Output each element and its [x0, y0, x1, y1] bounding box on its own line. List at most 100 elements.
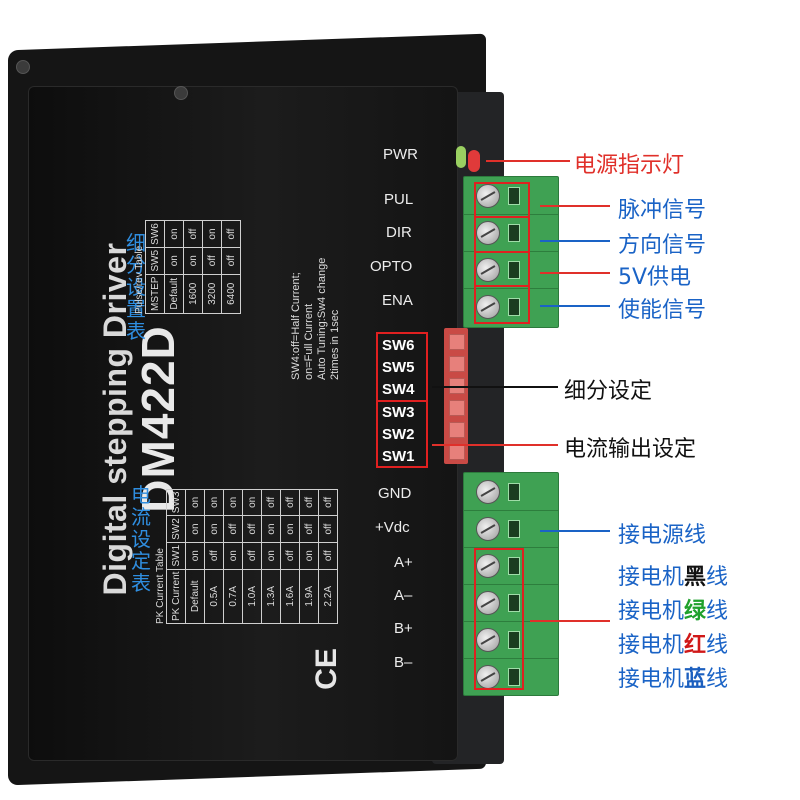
table-cell: on [242, 489, 262, 516]
table-cell: 1.0A [242, 569, 262, 624]
table-cell: off [280, 489, 300, 516]
dip-switch-body [444, 328, 468, 464]
table-header-cell: MSTEP [145, 274, 165, 314]
ena-callout-line [540, 305, 610, 307]
table-cell: 2.2A [318, 569, 338, 624]
terminal-hole-icon [508, 520, 520, 538]
dip-lever-icon [449, 356, 465, 372]
table-cell: 6400 [221, 274, 241, 314]
table-header-cell: SW3 [166, 489, 186, 516]
sw3-label: SW3 [382, 404, 415, 421]
motor-prefix: 接电机 [618, 599, 685, 624]
table-cell: off [318, 515, 338, 543]
note-line: 2times in 1sec [329, 309, 341, 380]
callout-motor-blue: 接电机蓝线 [618, 661, 728, 693]
sw6-label: SW6 [382, 337, 415, 354]
table-cell: on [204, 489, 224, 516]
motor-callout-line [530, 620, 610, 622]
motor-color-blue: 蓝 [684, 667, 707, 692]
callout-pul: 脉冲信号 [618, 198, 707, 223]
power-label-b-minus: B– [394, 654, 413, 671]
callout-motor-green: 接电机绿线 [618, 593, 728, 625]
motor-prefix: 接电机 [618, 633, 685, 658]
table-cell: off [202, 247, 222, 275]
sw-label-group-a: SW6 SW5 SW4 [382, 335, 415, 401]
terminal-hole-icon [508, 187, 520, 205]
sw1-label: SW1 [382, 448, 415, 465]
table-header-cell: SW2 [166, 515, 186, 543]
power-label-a-minus: A– [394, 587, 413, 604]
terminal-screw-icon [476, 554, 500, 578]
terminal-hole-icon [508, 557, 520, 575]
table-cell: on [261, 515, 281, 543]
sw4-label: SW4 [382, 381, 415, 398]
table-cell: 3200 [202, 274, 222, 314]
pwr-label: PWR [383, 146, 418, 163]
table-cell: on [223, 489, 243, 516]
table-cell: off [223, 515, 243, 543]
power-label-a-plus: A+ [394, 554, 413, 571]
table-cell: on [185, 489, 205, 516]
terminal-cell [464, 621, 558, 659]
terminal-screw-icon [476, 221, 500, 245]
terminal-screw-icon [476, 295, 500, 319]
driver-front-face [28, 86, 458, 761]
current-callout-line [432, 444, 558, 446]
table-cell: on [164, 247, 184, 275]
terminal-screw-icon [476, 591, 500, 615]
callout-ena: 使能信号 [618, 298, 707, 323]
sw5-label: SW5 [382, 359, 415, 376]
table-cell: on [223, 542, 243, 570]
pulse-table-zh-label: 细分设置表 [123, 232, 149, 342]
table-cell: on [280, 515, 300, 543]
signal-label-pul: PUL [384, 191, 414, 208]
callout-power-line: 接电源线 [618, 523, 707, 548]
current-table-caption: PK Current Table [155, 548, 166, 624]
pulse-table-zh-text: 细分设置表 [126, 231, 146, 343]
pul-callout-line [540, 205, 610, 207]
terminal-hole-icon [508, 594, 520, 612]
motor-prefix: 接电机 [618, 565, 685, 590]
terminal-cell [464, 547, 558, 585]
table-cell: off [299, 515, 319, 543]
terminal-hole-icon [508, 298, 520, 316]
pul-highlight-box [474, 182, 530, 218]
table-cell: 1.9A [299, 569, 319, 624]
table-cell: Default [185, 569, 205, 624]
table-cell: off [242, 542, 262, 570]
note-line: SW4:off=Half Current; [290, 272, 302, 380]
terminal-screw-icon [476, 184, 500, 208]
terminal-hole-icon [508, 483, 520, 501]
opto-highlight-box [474, 251, 530, 287]
table-cell: Default [164, 274, 184, 314]
motor-color-black: 黑 [684, 565, 707, 590]
table-cell: off [221, 247, 241, 275]
callout-dir: 方向信号 [618, 233, 707, 258]
terminal-hole-icon [508, 224, 520, 242]
table-header-cell: SW1 [166, 542, 186, 570]
led-callout-line [486, 160, 570, 162]
table-cell: off [183, 220, 203, 248]
table-cell: on [185, 515, 205, 543]
green-led-icon [456, 146, 466, 168]
table-cell: off [318, 489, 338, 516]
dip-lever-icon [449, 444, 465, 460]
table-cell: on [202, 220, 222, 248]
power-label-gnd: GND [378, 485, 412, 502]
table-cell: off [318, 542, 338, 570]
table-cell: on [164, 220, 184, 248]
callout-power-led: 电源指示灯 [574, 153, 685, 178]
motor-suffix: 线 [706, 667, 729, 692]
sw4-note: SW4:off=Half Current; on=Full Current Au… [290, 258, 342, 380]
terminal-cell [464, 177, 558, 215]
callout-microstep: 细分设定 [564, 379, 653, 404]
